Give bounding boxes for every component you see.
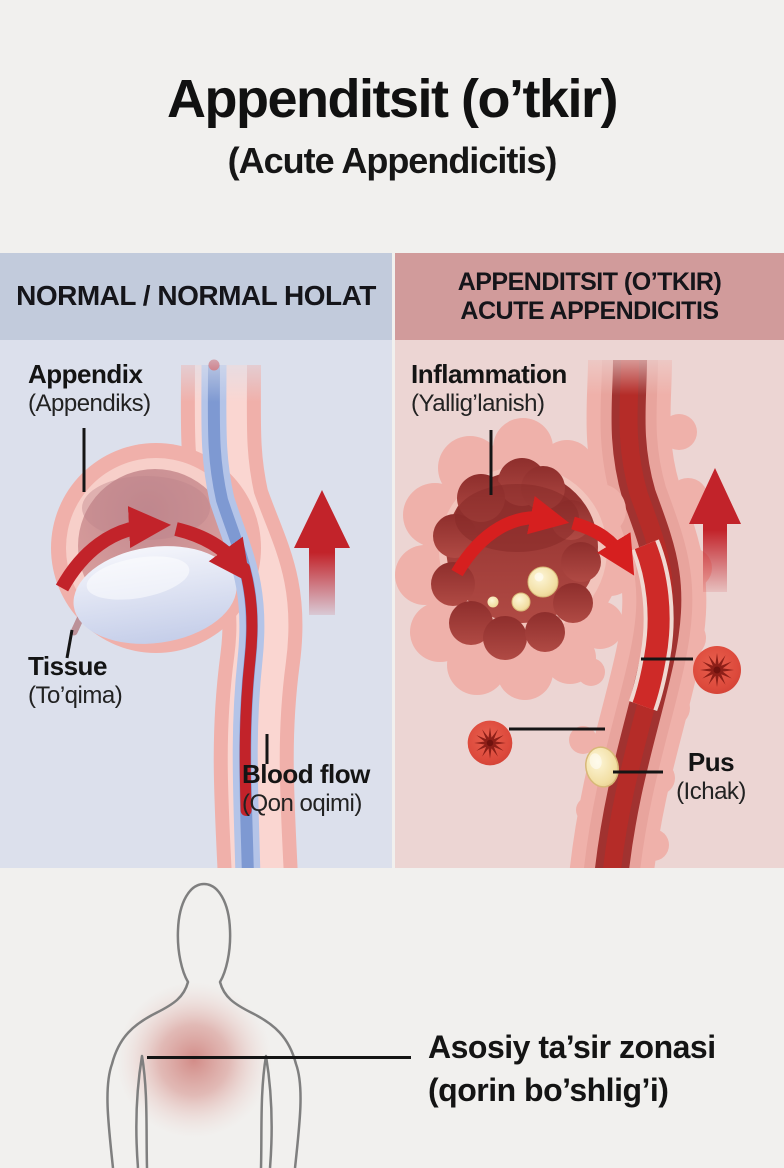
up-arrow-icon	[294, 490, 350, 615]
label-appendix: Appendix (Appendiks)	[28, 359, 151, 417]
pus-blob	[585, 746, 619, 788]
body-silhouette	[106, 882, 302, 1168]
page-title: Appenditsit (o’tkir)	[167, 69, 618, 129]
impact-zone-line1: Asosiy ta’sir zonasi	[428, 1029, 716, 1065]
normal-appendix-illustration	[51, 340, 350, 868]
label-blood-flow: Blood flow (Qon oqimi)	[242, 759, 370, 817]
bacteria-icon	[467, 720, 513, 766]
panel-normal-header-text: NORMAL / NORMAL HOLAT	[16, 280, 376, 312]
panel-divider	[392, 253, 395, 868]
panel-acute-header-line1: APPENDITSIT (O’TKIR)	[457, 267, 722, 296]
impact-zone-line2: (qorin bo’shlig’i)	[428, 1072, 669, 1109]
blood-vessel	[201, 359, 265, 868]
acute-appendix-illustration	[395, 340, 741, 868]
page-subtitle: (Acute Appendicitis)	[227, 140, 558, 181]
panel-acute-header-line2: ACUTE APPENDICITIS	[460, 296, 719, 325]
panel-normal: NORMAL / NORMAL HOLAT	[0, 253, 392, 868]
bacteria-icon	[693, 646, 741, 694]
label-impact-zone: Asosiy ta’sir zonasi (qorin bo’shlig’i)	[428, 1026, 716, 1112]
label-pus: Pus (Ichak)	[676, 747, 746, 805]
label-inflammation: Inflammation (Yallig’lanish)	[411, 359, 567, 417]
impact-zone-section: Asosiy ta’sir zonasi (qorin bo’shlig’i)	[0, 868, 784, 1168]
blocked-flow-segment	[632, 540, 670, 710]
panel-acute-body: Inflammation (Yallig’lanish) Pus (Ichak)	[395, 340, 784, 868]
panel-normal-header: NORMAL / NORMAL HOLAT	[0, 253, 392, 340]
pus-deposits	[487, 566, 559, 612]
panel-acute: APPENDITSIT (O’TKIR) ACUTE APPENDICITIS	[395, 253, 784, 868]
leader-line-impact-zone	[147, 1056, 411, 1059]
flow-arrow-icon	[55, 506, 251, 592]
pain-zone-highlight	[116, 982, 272, 1138]
masthead: Appenditsit (o’tkir) (Acute Appendicitis…	[0, 0, 784, 253]
flow-arrow-icon	[451, 496, 635, 577]
panel-acute-header: APPENDITSIT (O’TKIR) ACUTE APPENDICITIS	[395, 253, 784, 340]
leader-line-tissue	[65, 629, 74, 659]
comparison-panels: NORMAL / NORMAL HOLAT	[0, 253, 784, 868]
panel-normal-body: Appendix (Appendiks) Tissue (To’qima) Bl…	[0, 340, 392, 868]
up-arrow-icon	[689, 468, 741, 592]
blood-flow-stripe	[208, 359, 258, 868]
label-tissue: Tissue (To’qima)	[28, 651, 123, 709]
